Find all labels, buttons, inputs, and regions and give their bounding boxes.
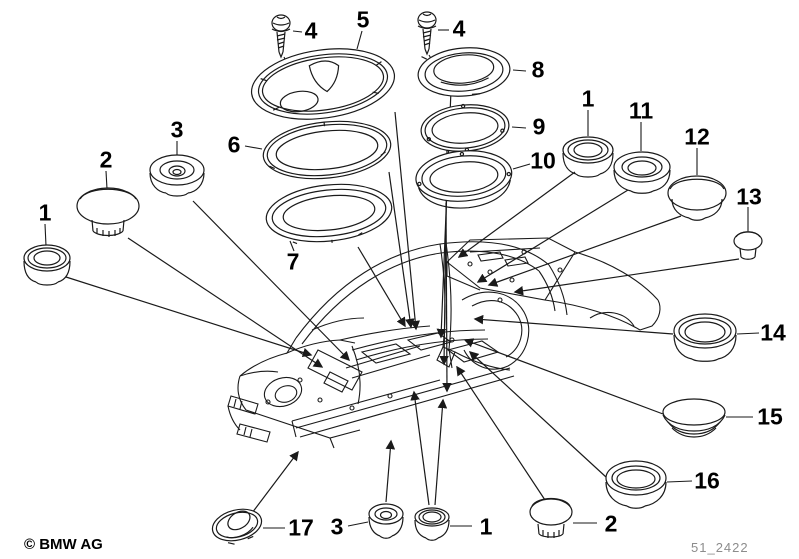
part-screw-4-left (271, 14, 291, 58)
callout-3-top-left[interactable]: 3 (170, 116, 184, 143)
callout-4-left[interactable]: 4 (304, 17, 318, 44)
callout-9[interactable]: 9 (532, 113, 546, 140)
callout-7[interactable]: 7 (286, 248, 300, 275)
part-plug-13 (733, 231, 763, 260)
callout-4-right[interactable]: 4 (452, 15, 466, 42)
callout-13[interactable]: 13 (736, 183, 762, 210)
part-gasket-6 (262, 120, 392, 180)
part-grommet-11 (613, 151, 671, 194)
part-cover-plate-5 (250, 48, 396, 120)
part-screw-4-right (417, 11, 437, 55)
callout-3-bottom[interactable]: 3 (330, 513, 344, 540)
callout-15[interactable]: 15 (757, 403, 783, 430)
part-plug-12 (667, 175, 727, 221)
part-grommet-3-bottom (368, 503, 404, 539)
callout-17[interactable]: 17 (288, 514, 314, 541)
copyright-notice: © BMW AG (24, 536, 103, 553)
part-grommet-14 (673, 313, 737, 362)
callout-2-top-left[interactable]: 2 (99, 146, 113, 173)
callout-14[interactable]: 14 (760, 319, 786, 346)
drawing-number: 51_2422 (691, 540, 749, 555)
part-plug-15 (662, 398, 726, 438)
part-grommet-16 (605, 460, 667, 509)
callout-1-bottom[interactable]: 1 (479, 513, 493, 540)
part-grommet-17 (211, 508, 263, 545)
part-grommet-1-bottom (414, 507, 450, 541)
part-gasket-7 (265, 183, 393, 245)
callout-6[interactable]: 6 (227, 131, 241, 158)
part-cover-8 (417, 47, 511, 97)
callout-11[interactable]: 11 (628, 97, 654, 124)
part-grommet-3-top-left (149, 154, 205, 197)
callout-16[interactable]: 16 (694, 467, 720, 494)
car-body-wireframe (227, 237, 661, 449)
callout-8[interactable]: 8 (531, 56, 545, 83)
callout-10[interactable]: 10 (530, 147, 556, 174)
part-gasket-10 (415, 150, 513, 209)
callout-2-bottom[interactable]: 2 (604, 510, 618, 537)
part-plug-2-bottom (529, 497, 573, 538)
part-grommet-1-top-left (23, 244, 71, 286)
part-plug-2-top-left (76, 187, 140, 237)
part-gasket-9 (420, 103, 510, 153)
callout-5[interactable]: 5 (356, 6, 370, 33)
callout-12[interactable]: 12 (684, 123, 710, 150)
callout-1-right[interactable]: 1 (581, 85, 595, 112)
callout-1-top-left[interactable]: 1 (38, 199, 52, 226)
part-grommet-1-right (562, 136, 614, 178)
